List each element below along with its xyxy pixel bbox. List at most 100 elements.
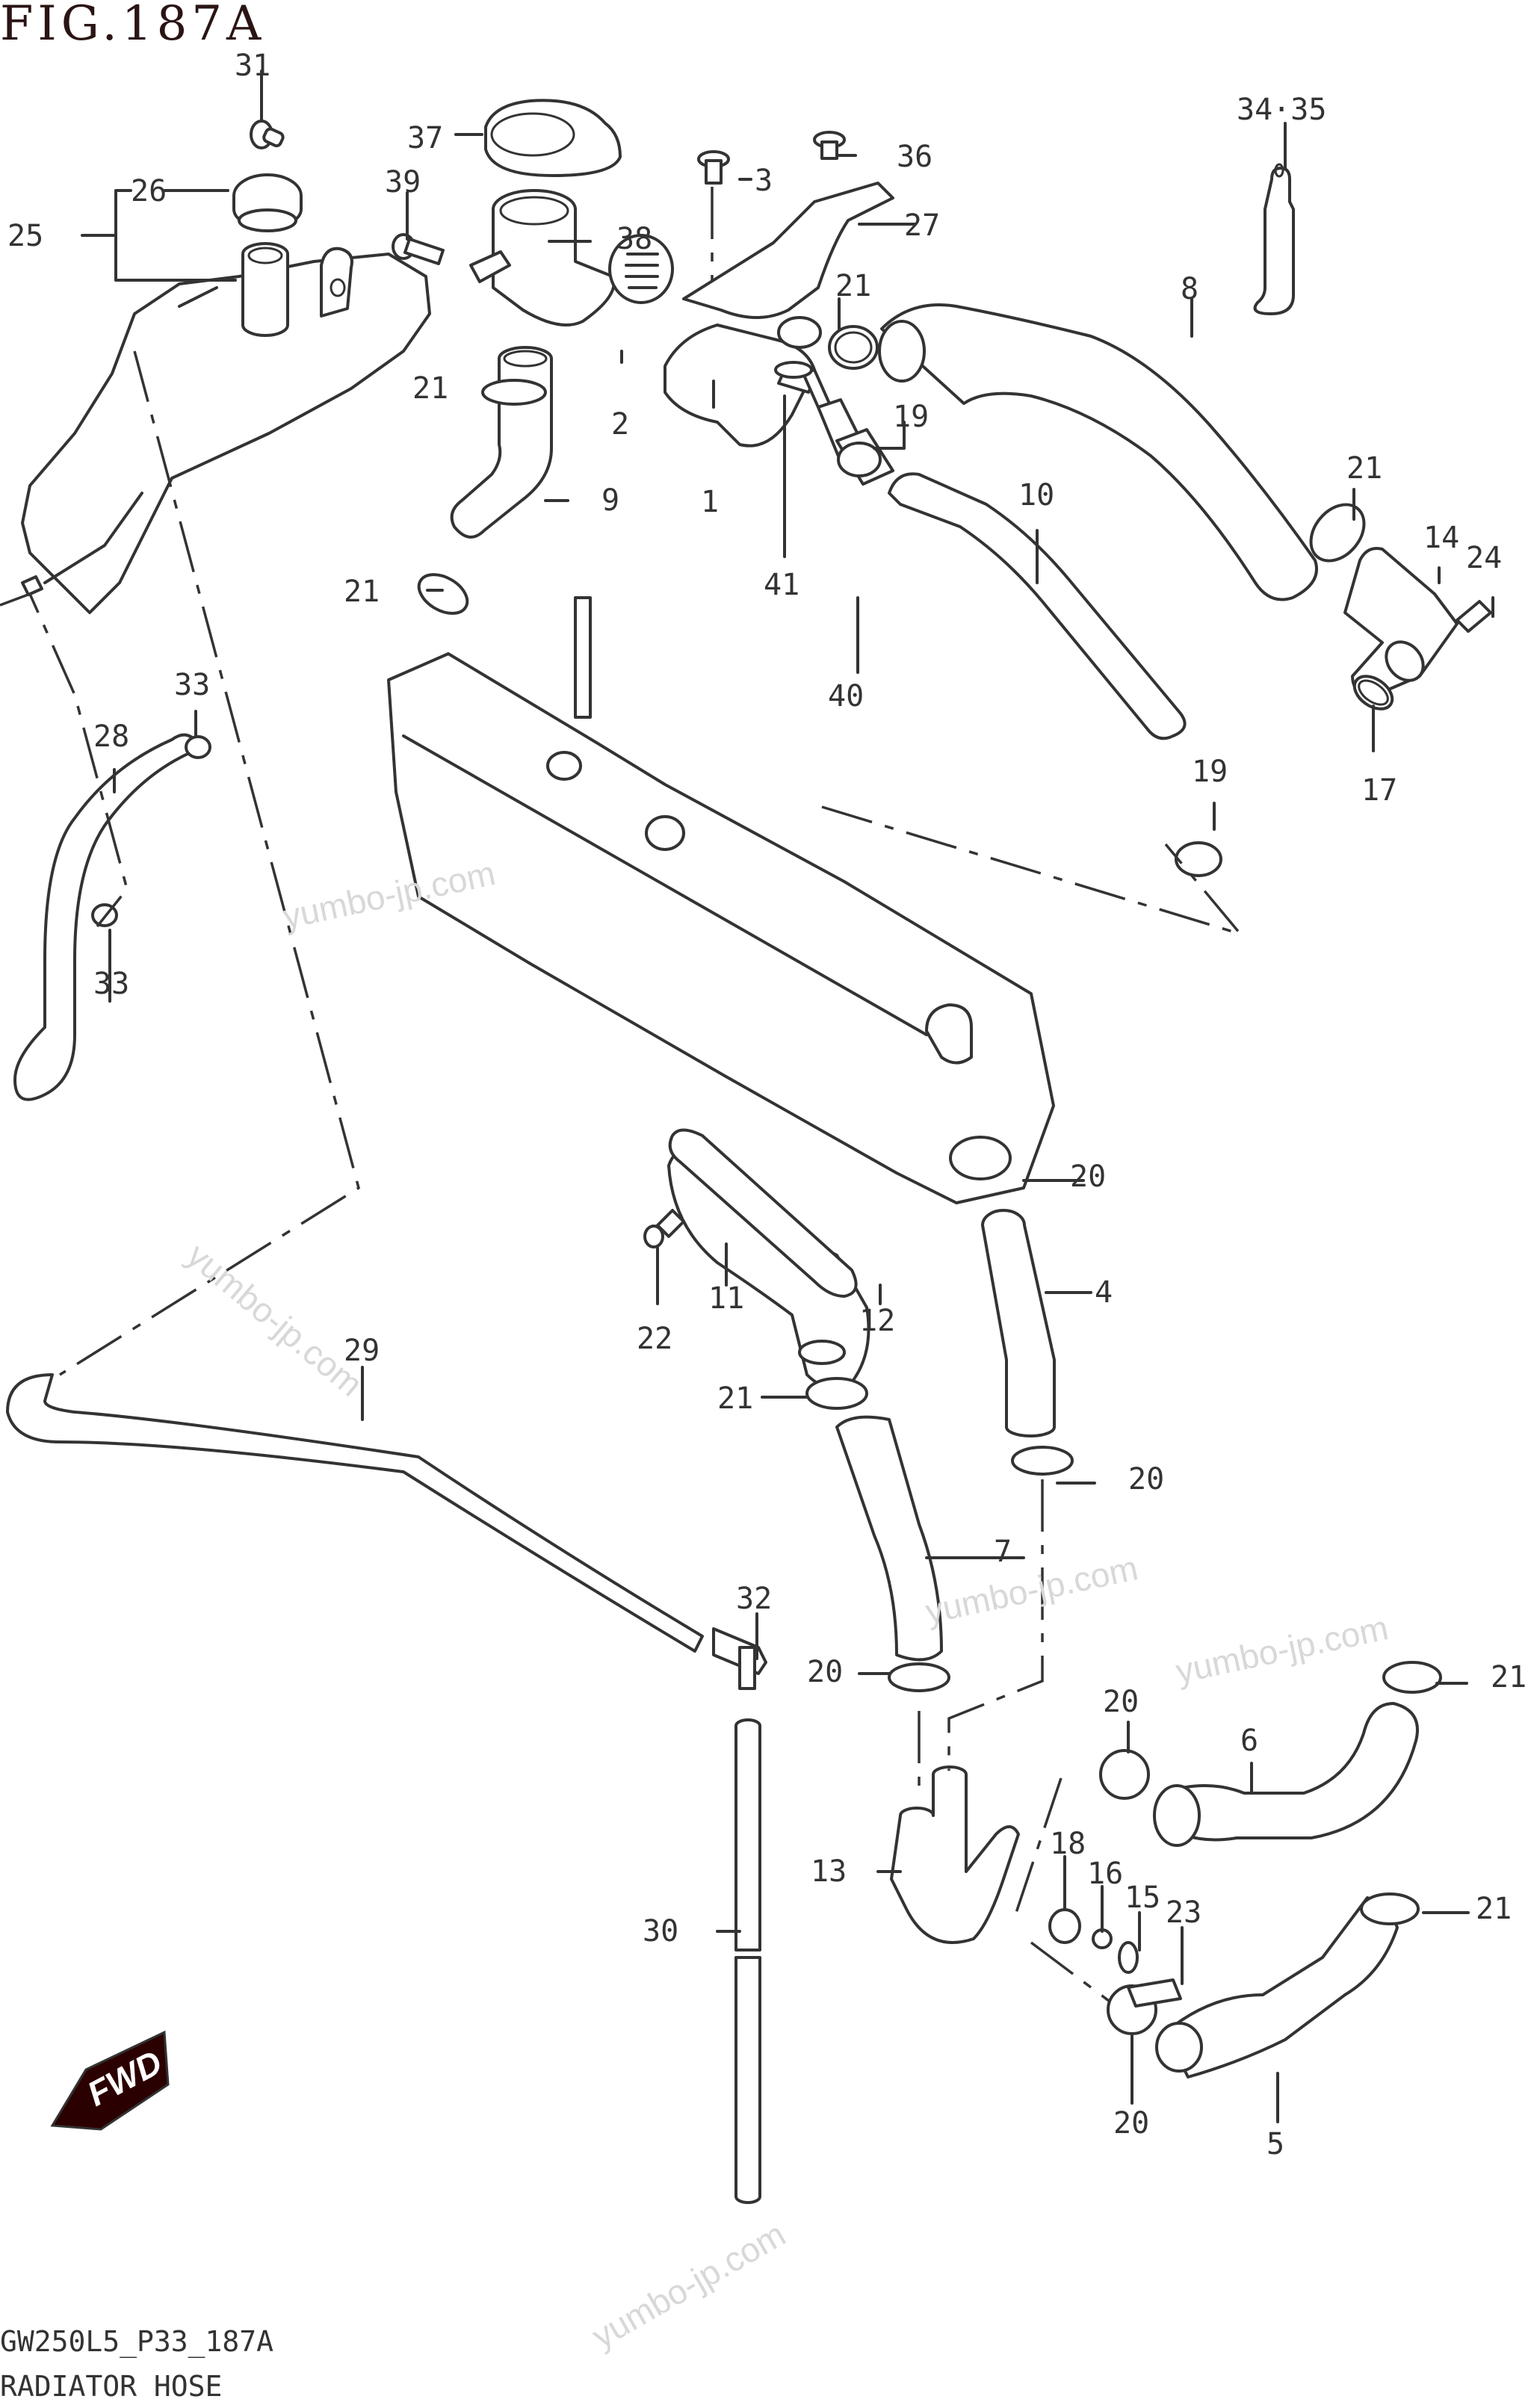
radiator-hose-7[interactable] (805, 1377, 943, 1662)
clip-33-upper[interactable] (185, 735, 211, 759)
callout-28[interactable]: 28 (93, 719, 130, 754)
callout-13[interactable]: 13 (811, 1854, 847, 1889)
bypass-hose-10[interactable] (888, 472, 1187, 740)
callout-19-upper[interactable]: 19 (893, 400, 930, 434)
callout-39[interactable]: 39 (385, 165, 421, 199)
callout-2[interactable]: 2 (611, 407, 630, 442)
hose-clamp-20-6[interactable] (1099, 1749, 1150, 1800)
hose-clamp-20-4-top[interactable] (949, 1136, 1012, 1180)
mounting-bracket[interactable] (682, 182, 894, 319)
callout-30[interactable]: 30 (643, 1914, 679, 1949)
rubber-strap[interactable] (1253, 163, 1295, 315)
callout-12[interactable]: 12 (859, 1304, 896, 1338)
callout-40[interactable]: 40 (828, 679, 865, 714)
callout-21-9-top[interactable]: 21 (412, 371, 449, 406)
callout-27[interactable]: 27 (904, 208, 941, 243)
callout-20-4-bottom[interactable]: 20 (1128, 1462, 1165, 1497)
tank-cap[interactable] (232, 173, 303, 232)
radiator-hose-5[interactable] (1155, 1896, 1399, 2079)
radiator-hose-9[interactable] (450, 346, 553, 539)
hose-clamp-21-5[interactable] (1360, 1892, 1420, 1925)
water-joint-13[interactable] (890, 1765, 1020, 1944)
callout-37[interactable]: 37 (407, 121, 444, 155)
callout-1[interactable]: 1 (701, 485, 720, 519)
hose-clamp-21-9-top[interactable] (481, 379, 547, 406)
callout-16[interactable]: 16 (1087, 1857, 1124, 1891)
radiator-hose-4[interactable] (981, 1209, 1056, 1437)
callout-26[interactable]: 26 (131, 174, 167, 208)
callout-41[interactable]: 41 (764, 568, 800, 602)
callout-24[interactable]: 24 (1466, 541, 1503, 575)
callout-20-7[interactable]: 20 (807, 1655, 844, 1689)
callout-4[interactable]: 4 (1095, 1275, 1113, 1310)
callout-19-lower[interactable]: 19 (1192, 755, 1228, 789)
hose-clip-19-lower[interactable] (1175, 841, 1222, 877)
callout-32[interactable]: 32 (736, 1582, 773, 1616)
callout-11[interactable]: 11 (708, 1281, 745, 1316)
bolt-23[interactable] (1127, 1978, 1182, 2008)
bolt-24[interactable] (1456, 600, 1492, 633)
cushion-18[interactable] (1048, 1908, 1081, 1944)
callout-5[interactable]: 5 (1266, 2127, 1285, 2161)
drain-hose-29[interactable] (6, 1373, 704, 1653)
callout-14[interactable]: 14 (1423, 521, 1460, 555)
callout-25[interactable]: 25 (7, 219, 44, 253)
callout-21-upper[interactable]: 21 (835, 269, 872, 303)
callout-38[interactable]: 38 (616, 222, 653, 256)
hose-clamp-20-7[interactable] (888, 1662, 950, 1692)
bolt-31[interactable] (250, 120, 285, 149)
callout-33-lower[interactable]: 33 (93, 967, 130, 1001)
callout-20-6[interactable]: 20 (1103, 1685, 1139, 1719)
callout-18[interactable]: 18 (1050, 1827, 1086, 1861)
water-union[interactable] (1343, 547, 1459, 700)
callout-10[interactable]: 10 (1018, 478, 1055, 513)
callout-9[interactable]: 9 (601, 483, 620, 518)
reservoir-tank[interactable] (21, 242, 431, 614)
callout-34-35[interactable]: 34·35 (1237, 93, 1327, 127)
callout-21-5[interactable]: 21 (1476, 1892, 1512, 1926)
callout-21-7[interactable]: 21 (717, 1381, 754, 1416)
hose-clamp-21-9-bottom[interactable] (412, 566, 474, 621)
bolt-3[interactable] (697, 150, 730, 185)
hose-clamp-21-6[interactable] (1382, 1661, 1442, 1694)
callout-21-9-bottom[interactable]: 21 (344, 575, 380, 609)
overflow-hose-28[interactable] (13, 733, 200, 1101)
thermostat[interactable] (608, 234, 674, 304)
radiator-hose-8[interactable] (878, 303, 1318, 601)
washer-15[interactable] (1118, 1941, 1139, 1974)
callout-20-4-top[interactable]: 20 (1070, 1160, 1107, 1194)
o-ring-17[interactable] (1349, 669, 1399, 716)
callout-23[interactable]: 23 (1166, 1895, 1202, 1930)
radiator-cap[interactable] (484, 99, 622, 177)
callout-33-upper[interactable]: 33 (174, 668, 211, 702)
hose-clamp-21-upper[interactable] (828, 325, 879, 370)
callout-20-5[interactable]: 20 (1113, 2106, 1150, 2141)
radiator[interactable] (387, 596, 1055, 1204)
callout-36[interactable]: 36 (897, 140, 933, 174)
callout-21-6[interactable]: 21 (1491, 1660, 1527, 1694)
bolt-22[interactable] (643, 1209, 685, 1248)
bolt-39[interactable] (392, 233, 445, 265)
callout-8[interactable]: 8 (1181, 272, 1199, 306)
thermostat-case[interactable] (664, 316, 822, 448)
callout-31[interactable]: 31 (235, 49, 271, 83)
hose-clamp-20-4-bottom[interactable] (1011, 1446, 1074, 1476)
callout-6[interactable]: 6 (1240, 1724, 1259, 1758)
bolt-36[interactable] (813, 131, 846, 160)
radiator-hose-6[interactable] (1153, 1702, 1419, 1847)
gasket-12[interactable] (668, 1128, 858, 1298)
hose-clip-19-upper[interactable] (837, 442, 882, 477)
callout-29[interactable]: 29 (344, 1334, 380, 1368)
callout-3[interactable]: 3 (755, 164, 773, 198)
callout-21-right[interactable]: 21 (1346, 451, 1383, 486)
t-joint-32[interactable] (712, 1627, 767, 1690)
callout-15[interactable]: 15 (1125, 1881, 1161, 1915)
filler-neck[interactable] (469, 189, 616, 326)
vent-hose-30[interactable] (734, 1718, 761, 2204)
connector-tank-28 (0, 592, 129, 928)
callout-22[interactable]: 22 (637, 1322, 673, 1356)
callout-7[interactable]: 7 (994, 1535, 1012, 1569)
callout-17[interactable]: 17 (1361, 773, 1398, 808)
hose-clamp-21-right[interactable] (1300, 495, 1375, 572)
